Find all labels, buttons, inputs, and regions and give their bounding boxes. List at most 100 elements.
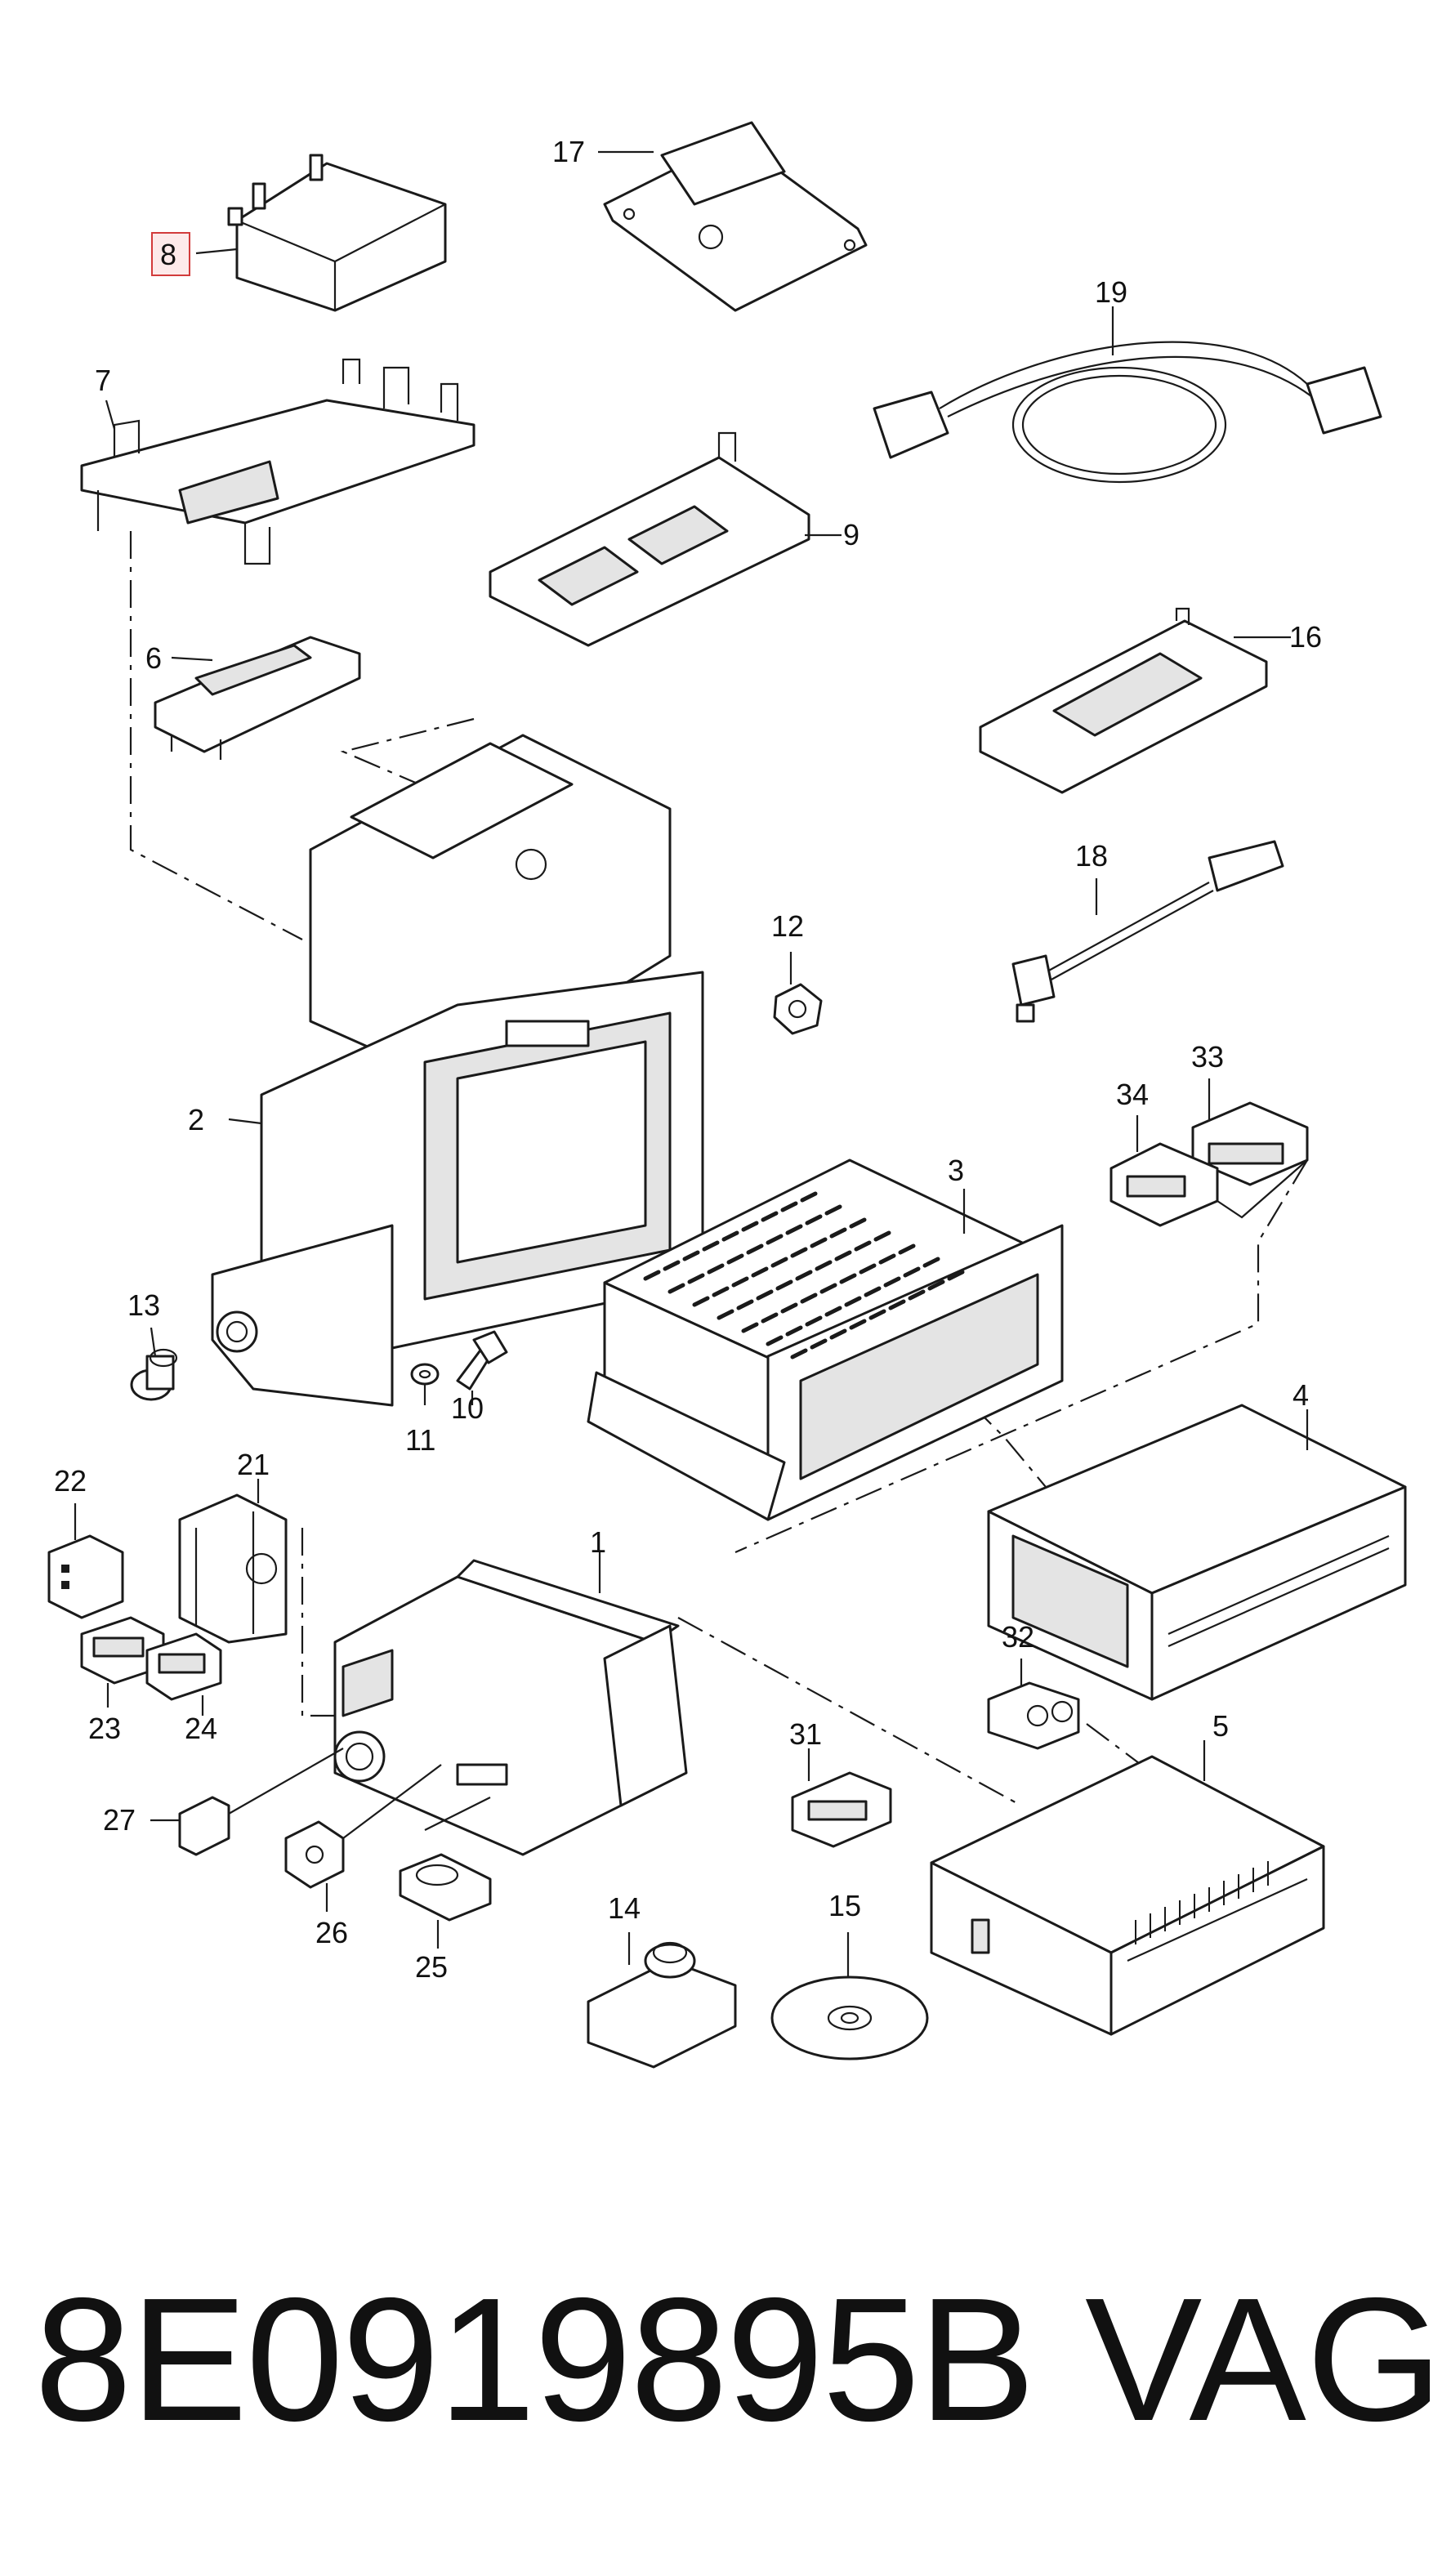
vent-slot xyxy=(829,1328,847,1340)
part-25-plug xyxy=(399,1853,492,1922)
vent-slot xyxy=(849,1217,867,1229)
callout-10[interactable]: 10 xyxy=(451,1391,484,1425)
brand-name: VAG xyxy=(1085,2261,1444,2458)
callout-33[interactable]: 33 xyxy=(1191,1040,1224,1074)
vent-slot xyxy=(819,1283,837,1294)
part-13-grommet xyxy=(130,1348,178,1401)
vent-slot xyxy=(785,1224,803,1235)
vent-slot xyxy=(707,1263,725,1275)
vent-slot xyxy=(756,1289,774,1301)
part-27-plug xyxy=(178,1796,230,1856)
vent-slot xyxy=(829,1227,847,1239)
vent-slot xyxy=(824,1204,842,1216)
vent-slot xyxy=(775,1279,793,1291)
vent-slot xyxy=(839,1273,857,1284)
callout-2[interactable]: 2 xyxy=(188,1103,204,1136)
callout-21[interactable]: 21 xyxy=(237,1448,270,1481)
vent-slot xyxy=(883,1276,901,1288)
callout-4[interactable]: 4 xyxy=(1293,1378,1309,1412)
vent-slot xyxy=(766,1234,784,1245)
vent-slot xyxy=(873,1230,891,1242)
callout-3[interactable]: 3 xyxy=(948,1154,964,1187)
callout-27[interactable]: 27 xyxy=(103,1803,136,1837)
callout-9[interactable]: 9 xyxy=(843,518,859,551)
vent-slot xyxy=(761,1211,779,1222)
callout-13[interactable]: 13 xyxy=(127,1288,160,1322)
vent-slot xyxy=(815,1260,833,1271)
callout-6[interactable]: 6 xyxy=(145,641,162,675)
callout-11[interactable]: 11 xyxy=(405,1423,435,1457)
part-9-tray xyxy=(489,431,810,647)
vent-slot xyxy=(805,1315,823,1327)
callout-23[interactable]: 23 xyxy=(88,1712,121,1745)
part-16-module xyxy=(979,607,1268,794)
callout-24[interactable]: 24 xyxy=(185,1712,217,1745)
part-17-bracket-plate xyxy=(603,121,868,312)
vent-slot xyxy=(780,1302,798,1314)
vent-slot xyxy=(643,1270,661,1281)
vent-slot xyxy=(864,1286,882,1297)
callout-19[interactable]: 19 xyxy=(1095,275,1127,309)
vent-slot xyxy=(854,1240,872,1252)
vent-slot xyxy=(741,1221,759,1232)
callout-32[interactable]: 32 xyxy=(1002,1620,1034,1654)
callout-12[interactable]: 12 xyxy=(771,909,804,943)
vent-slot xyxy=(927,1279,945,1291)
part-33-connector xyxy=(1191,1101,1309,1186)
part-3-vent-slots xyxy=(643,1191,965,1359)
callout-5[interactable]: 5 xyxy=(1212,1709,1229,1743)
part-15-disc xyxy=(770,1976,929,2060)
vent-slot xyxy=(908,1289,926,1301)
part-19-cable xyxy=(873,341,1382,484)
vent-slot xyxy=(878,1253,896,1265)
part-22-connector xyxy=(47,1534,124,1619)
vent-slot xyxy=(922,1257,940,1268)
vent-slot xyxy=(824,1306,842,1317)
vent-slot xyxy=(712,1286,730,1297)
callout-1[interactable]: 1 xyxy=(590,1525,606,1559)
callout-16[interactable]: 16 xyxy=(1289,620,1322,654)
vent-slot xyxy=(780,1201,798,1212)
vent-slot xyxy=(810,1237,828,1248)
part-5-grille xyxy=(1135,1861,1269,1944)
vent-slot xyxy=(834,1250,852,1261)
vent-slot xyxy=(800,1292,818,1304)
vent-slot xyxy=(844,1296,862,1307)
vent-slot xyxy=(736,1299,754,1310)
callout-8[interactable]: 8 xyxy=(160,238,176,271)
part-8-control-module xyxy=(227,154,447,312)
vent-slot xyxy=(898,1243,916,1255)
part-10-bolt xyxy=(456,1330,508,1391)
vent-slot xyxy=(667,1283,685,1294)
vent-slot xyxy=(761,1312,779,1324)
vent-slot xyxy=(717,1309,734,1320)
callout-22[interactable]: 22 xyxy=(54,1464,87,1498)
vent-slot xyxy=(785,1325,803,1337)
part-3-vented-cage xyxy=(587,1159,1064,1521)
callout-15[interactable]: 15 xyxy=(828,1889,861,1922)
vent-slot xyxy=(726,1253,744,1265)
vent-slot xyxy=(859,1263,877,1275)
vent-slot xyxy=(790,1348,808,1359)
part-14-control-knob xyxy=(587,1941,737,2069)
callout-7[interactable]: 7 xyxy=(95,364,111,397)
vent-slot xyxy=(746,1243,764,1255)
vent-slot xyxy=(795,1270,813,1281)
part-26-plug xyxy=(284,1820,345,1889)
vent-slot xyxy=(741,1322,759,1333)
callout-17[interactable]: 17 xyxy=(552,135,585,168)
part-31-connector xyxy=(791,1771,892,1848)
callout-26[interactable]: 26 xyxy=(315,1916,348,1949)
callout-14[interactable]: 14 xyxy=(608,1891,641,1925)
part-2-mounting-housing xyxy=(211,734,704,1407)
vent-slot xyxy=(692,1296,710,1307)
vent-slot xyxy=(731,1276,749,1288)
vent-slot xyxy=(888,1299,906,1310)
part-34-connector-housing xyxy=(1109,1142,1219,1227)
callout-18[interactable]: 18 xyxy=(1075,839,1108,873)
callout-34[interactable]: 34 xyxy=(1116,1078,1149,1111)
callout-8-highlight xyxy=(151,232,190,276)
vent-slot xyxy=(805,1214,823,1225)
callout-25[interactable]: 25 xyxy=(415,1950,448,1984)
callout-31[interactable]: 31 xyxy=(789,1717,822,1751)
